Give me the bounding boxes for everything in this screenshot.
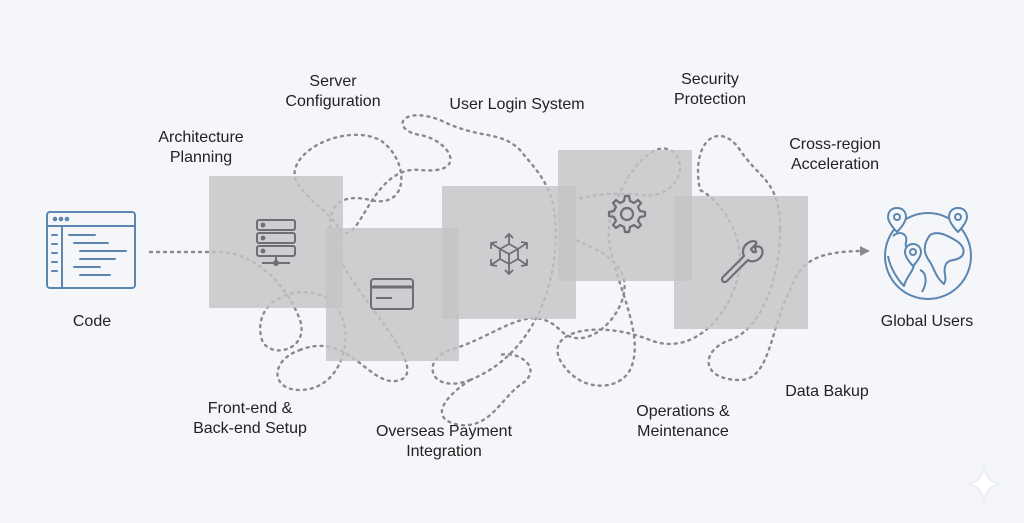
- arrow-head: [860, 246, 870, 256]
- step-label-cross-region: Cross-region Acceleration: [789, 136, 881, 173]
- code-editor-icon: [46, 211, 136, 289]
- server-rack-icon: [256, 219, 296, 266]
- step-label-login: User Login System: [449, 96, 585, 113]
- globe-with-pins-icon: [884, 207, 972, 300]
- end-label: Global Users: [880, 313, 974, 330]
- credit-card-icon: [370, 278, 414, 310]
- sparkle-icon: [967, 465, 1001, 503]
- step-box-ops: [674, 196, 808, 329]
- step-label-frontend-backend: Front-end & Back-end Setup: [193, 400, 307, 437]
- step-label-server-config: Server Configuration: [285, 73, 381, 110]
- cube-network-icon: [490, 233, 528, 275]
- step-label-architecture: Architecture Planning: [158, 129, 244, 166]
- step-box-login: [442, 186, 576, 319]
- step-label-payment: Overseas Payment Integration: [375, 423, 513, 460]
- step-label-ops: Operations & Meintenance: [636, 403, 730, 440]
- wrench-icon: [720, 240, 764, 284]
- step-box-security: [558, 150, 692, 281]
- step-label-backup: Data Bakup: [785, 383, 869, 400]
- start-label: Code: [72, 313, 112, 330]
- step-box-payment: [326, 228, 459, 361]
- gear-icon: [607, 194, 647, 234]
- step-label-security: Security Protection: [673, 71, 747, 108]
